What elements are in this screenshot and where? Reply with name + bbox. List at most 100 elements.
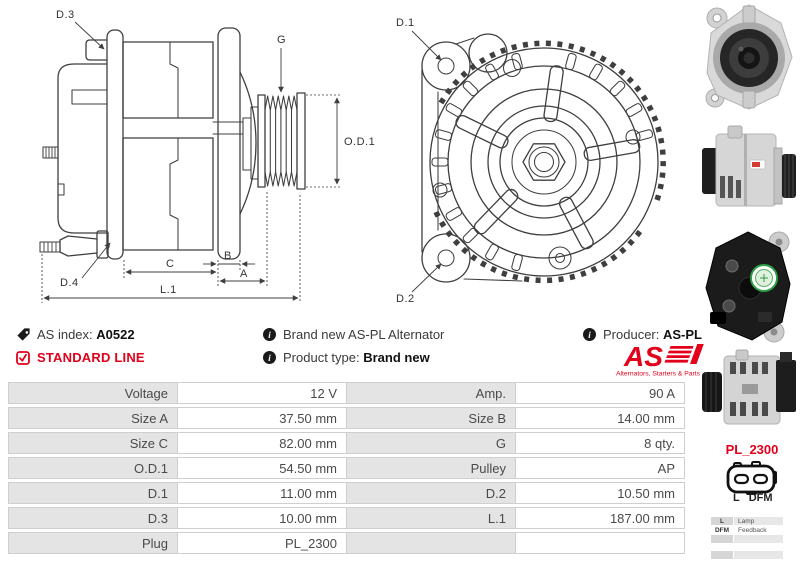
producer-label: Producer: bbox=[603, 327, 660, 342]
spec-value: 187.00 mm bbox=[515, 507, 685, 529]
product-photo-rear[interactable] bbox=[702, 226, 794, 344]
spec-label: Size C bbox=[8, 432, 178, 454]
legend-row bbox=[711, 551, 783, 559]
d1-leader-line bbox=[411, 30, 442, 61]
product-photo-side-left[interactable] bbox=[700, 348, 798, 431]
tag-icon bbox=[17, 328, 30, 341]
spec-value: 11.00 mm bbox=[177, 482, 347, 504]
plug-name: PL_2300 bbox=[725, 442, 779, 457]
spec-label: Voltage bbox=[8, 382, 178, 404]
as-index-text: AS index: A0522 bbox=[37, 327, 135, 342]
product-photo-side-right[interactable] bbox=[700, 124, 798, 216]
spec-value: 54.50 mm bbox=[177, 457, 347, 479]
plug-connector-diagram bbox=[726, 461, 777, 495]
d3-leader-line bbox=[74, 21, 105, 50]
side-view-technical-drawing: D.3 G D.4 O.D.1 C B A L.1 bbox=[39, 9, 375, 303]
od1-dimension: O.D.1 bbox=[306, 94, 375, 188]
legend-row bbox=[711, 535, 783, 543]
legend-value bbox=[734, 551, 783, 559]
legend-key: DFM bbox=[711, 526, 733, 534]
as-pl-logo: AS Alternators, Starters & Parts bbox=[616, 342, 704, 378]
spec-value: PL_2300 bbox=[177, 532, 347, 554]
b-plus-terminal bbox=[39, 230, 109, 259]
vent-slots bbox=[431, 52, 654, 272]
spec-row: Size A 37.50 mm Size B 14.00 mm bbox=[8, 407, 688, 429]
product-type-value: Brand new bbox=[363, 350, 430, 365]
legend-value bbox=[734, 535, 783, 543]
spec-label: Amp. bbox=[346, 382, 516, 404]
pin-label-l: L bbox=[733, 492, 740, 504]
producer-item: i Producer: AS-PL bbox=[583, 327, 702, 342]
side-label-g: G bbox=[277, 34, 286, 46]
shaft-nut bbox=[522, 143, 566, 181]
spec-label: Pulley bbox=[346, 457, 516, 479]
spec-value: 82.00 mm bbox=[177, 432, 347, 454]
bottom-dimensions: C B A L.1 bbox=[41, 192, 301, 303]
side-label-b: B bbox=[224, 250, 232, 262]
info-icon: i bbox=[583, 328, 596, 341]
spec-label: Plug bbox=[8, 532, 178, 554]
spec-row: Voltage 12 V Amp. 90 A bbox=[8, 382, 688, 404]
plug-pin-labels: L DFM bbox=[726, 492, 778, 504]
side-label-d4: D.4 bbox=[60, 277, 79, 289]
plug-legend-table: L Lamp DFM Feedback bbox=[711, 517, 783, 560]
housing-teeth-bottom bbox=[433, 210, 644, 284]
spec-label: O.D.1 bbox=[8, 457, 178, 479]
spec-row: D.1 11.00 mm D.2 10.50 mm bbox=[8, 482, 688, 504]
product-type-item: i Product type: Brand new bbox=[263, 350, 430, 365]
product-type-text: Product type: Brand new bbox=[283, 350, 430, 365]
spec-row: D.3 10.00 mm L.1 187.00 mm bbox=[8, 507, 688, 529]
legend-key bbox=[711, 535, 733, 543]
spec-value: 8 qty. bbox=[515, 432, 685, 454]
spec-label: D.2 bbox=[346, 482, 516, 504]
spec-value: 10.50 mm bbox=[515, 482, 685, 504]
housing-teeth-top bbox=[438, 40, 666, 204]
side-label-l1: L.1 bbox=[160, 284, 177, 296]
d4-leader-line bbox=[81, 242, 111, 279]
producer-text: Producer: AS-PL bbox=[603, 327, 702, 342]
product-photo-front[interactable] bbox=[702, 3, 796, 111]
side-label-d3: D.3 bbox=[56, 9, 75, 21]
fan-spokes bbox=[455, 65, 641, 250]
spec-row: Plug PL_2300 bbox=[8, 532, 688, 554]
spec-row: Size C 82.00 mm G 8 qty. bbox=[8, 432, 688, 454]
spec-value: 37.50 mm bbox=[177, 407, 347, 429]
as-index-value: A0522 bbox=[96, 327, 135, 342]
legend-key: L bbox=[711, 517, 733, 525]
checkbox-checked-icon bbox=[16, 350, 30, 365]
side-label-a: A bbox=[240, 268, 248, 280]
spec-value: 10.00 mm bbox=[177, 507, 347, 529]
spec-label: Size B bbox=[346, 407, 516, 429]
front-label-d2: D.2 bbox=[396, 293, 415, 305]
spec-value: 14.00 mm bbox=[515, 407, 685, 429]
spec-value: 90 A bbox=[515, 382, 685, 404]
front-label-d1: D.1 bbox=[396, 17, 415, 29]
product-type-label: Product type: bbox=[283, 350, 360, 365]
d2-leader-line bbox=[411, 263, 442, 293]
spec-value: 12 V bbox=[177, 382, 347, 404]
spec-value bbox=[515, 532, 685, 554]
legend-row: L Lamp bbox=[711, 517, 783, 525]
logo-as-text: AS bbox=[623, 342, 663, 372]
spec-label: Size A bbox=[8, 407, 178, 429]
legend-value: Lamp bbox=[734, 517, 783, 525]
producer-value: AS-PL bbox=[663, 327, 702, 342]
spec-value: AP bbox=[515, 457, 685, 479]
description-item: i Brand new AS-PL Alternator bbox=[263, 327, 444, 342]
front-view-technical-drawing: D.1 D.2 bbox=[396, 17, 666, 305]
pin-label-dfm: DFM bbox=[748, 492, 773, 504]
alternator-body bbox=[85, 27, 257, 260]
spec-label: D.1 bbox=[8, 482, 178, 504]
description-text: Brand new AS-PL Alternator bbox=[283, 327, 445, 342]
info-icon: i bbox=[263, 351, 276, 364]
as-index-item: AS index: A0522 bbox=[16, 327, 135, 342]
logo-stripes bbox=[664, 344, 704, 364]
spec-table: Voltage 12 V Amp. 90 A Size A 37.50 mm S… bbox=[8, 382, 688, 557]
rear-housing bbox=[42, 63, 108, 234]
standard-line-label: STANDARD LINE bbox=[37, 350, 145, 365]
pulley bbox=[242, 92, 306, 190]
legend-value: Feedback bbox=[734, 526, 783, 534]
spec-label: L.1 bbox=[346, 507, 516, 529]
legend-row: DFM Feedback bbox=[711, 526, 783, 534]
